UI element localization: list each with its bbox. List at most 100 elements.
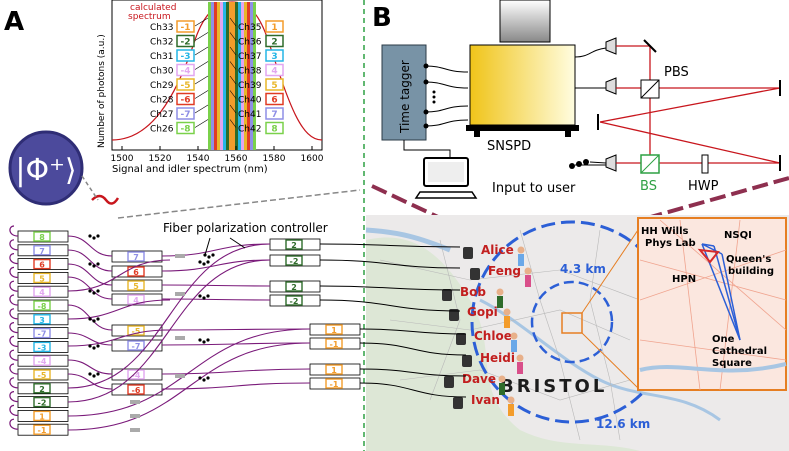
channel-arrow-left: [194, 90, 209, 99]
filter-badge-text: -6: [132, 386, 141, 395]
filter-badge: [33, 314, 51, 325]
fiber-loop: [9, 239, 19, 251]
channel-arrow-right: [229, 90, 237, 99]
computer-cable: [403, 140, 451, 160]
xtick-label: 1520: [149, 154, 172, 164]
channel-badge-left: [176, 78, 195, 91]
snspd-base: [466, 125, 579, 131]
detector-fibers: [574, 47, 607, 166]
channel-badge-right-text: 1: [271, 23, 277, 33]
spectrum-xlabel: Signal and idler spectrum (nm): [112, 164, 268, 175]
filter-badge: [33, 396, 51, 408]
user-person-body: [517, 362, 523, 374]
user-name: Ivan: [471, 393, 500, 407]
polarization-controller-dot: [96, 289, 100, 293]
filter-badge: [127, 280, 145, 291]
fiber-connection: [67, 276, 113, 300]
campus-triangle: [697, 248, 720, 264]
user-person-body: [525, 275, 531, 287]
filter-badge: [127, 251, 145, 262]
channel-labels: Ch33-1Ch32-2Ch31-3Ch30-4Ch29-5Ch28-6Ch27…: [150, 17, 284, 135]
filter-badge-text: 8: [39, 233, 45, 242]
filter-badge-text: -2: [38, 399, 47, 408]
polarization-controller-dot: [96, 262, 100, 266]
polarization-controller-dot: [202, 340, 206, 344]
channel-arrow-left: [194, 32, 209, 41]
filter-badge: [127, 266, 145, 277]
city-label: BRISTOL: [500, 376, 607, 397]
channel-badge-left: [176, 92, 195, 106]
fiber-loop: [9, 280, 19, 292]
user-fiber: [359, 368, 467, 377]
channel-arrow-right: [229, 17, 237, 27]
filter-badge: [33, 286, 51, 297]
user-name: Feng: [488, 264, 521, 278]
polarization-controller-dot: [88, 317, 92, 321]
polarization-controller-dot: [92, 319, 96, 323]
spectrum-bar: [229, 2, 232, 150]
spectrum-bar: [250, 2, 253, 150]
filter-badge: [33, 327, 51, 339]
panel-a-label: A: [4, 7, 24, 37]
fiber-connection: [161, 259, 271, 272]
tagger-cables: [425, 65, 469, 127]
user-person-body: [511, 340, 517, 352]
user-name: Chloe: [474, 329, 512, 343]
channel-arrow-left: [194, 104, 209, 114]
filter-badge: [33, 272, 51, 284]
dist-inner-label: 4.3 km: [560, 262, 606, 276]
user-detector-icon: [449, 309, 459, 321]
channel-badge-right: [265, 78, 284, 91]
user-fiber: [319, 285, 461, 291]
fiber-loop: [9, 363, 19, 375]
filter-badge: [127, 340, 145, 351]
fiber-coupler: [130, 428, 140, 432]
fiber-squiggle: [91, 194, 120, 205]
time-tagger-label: Time tagger: [398, 60, 412, 134]
polarization-controller-dot: [206, 338, 210, 342]
polarization-controller-dot: [202, 262, 206, 266]
fiber-coupler: [130, 400, 140, 404]
user-person-head: [516, 354, 524, 362]
filter-badge-text: -7: [132, 342, 141, 351]
user-name: Gopi: [467, 305, 498, 319]
filter-badge-text: -5: [132, 327, 141, 336]
fiber-label-arrows: [204, 237, 246, 256]
filter-badge: [325, 378, 343, 389]
fiber-loop: [9, 225, 19, 237]
channel-badge-right: [265, 92, 284, 106]
user-fiber: [359, 328, 467, 335]
fiber-coupler: [175, 254, 185, 258]
polarization-controller-dot: [198, 294, 202, 298]
channel-label-right: Ch39: [238, 81, 262, 91]
user-fiber: [319, 243, 461, 248]
polarization-controller-dot: [88, 289, 92, 293]
user-detector-icon: [442, 289, 452, 301]
user-person-head: [517, 246, 525, 254]
fiber-connection: [67, 328, 311, 417]
channel-badge-left: [176, 63, 195, 77]
channel-label-right: Ch42: [238, 125, 261, 135]
spectrum-bars: [208, 2, 256, 150]
channel-label-right: Ch37: [238, 52, 261, 62]
fiber-connection: [161, 298, 271, 301]
pbs-label: PBS: [664, 65, 689, 80]
spectrum-ylabel: Number of photons (a.u.): [97, 34, 107, 148]
fiber-loop: [9, 335, 19, 347]
channel-arrow-left: [194, 17, 209, 27]
user-person-head: [507, 396, 515, 404]
channel-badge-left-text: -5: [181, 81, 191, 91]
spectrum-bar: [244, 2, 247, 150]
polarization-controller-dot: [206, 260, 210, 264]
polarization-controller-dot: [211, 253, 215, 257]
curve-annotation-line1: calculated: [130, 3, 176, 13]
filter-badge-text: 4: [133, 296, 139, 305]
channel-arrow-left: [194, 61, 209, 70]
polarization-controller-dot: [206, 376, 210, 380]
channel-badge-right: [265, 49, 284, 62]
fiber-collimators: [605, 37, 617, 172]
channel-label-right: Ch41: [238, 110, 261, 120]
wdm-network: 87654-83-7-3-4-52-21-17654-5-7-4-62-22-2…: [9, 225, 361, 436]
user-name: Bob: [460, 285, 486, 299]
